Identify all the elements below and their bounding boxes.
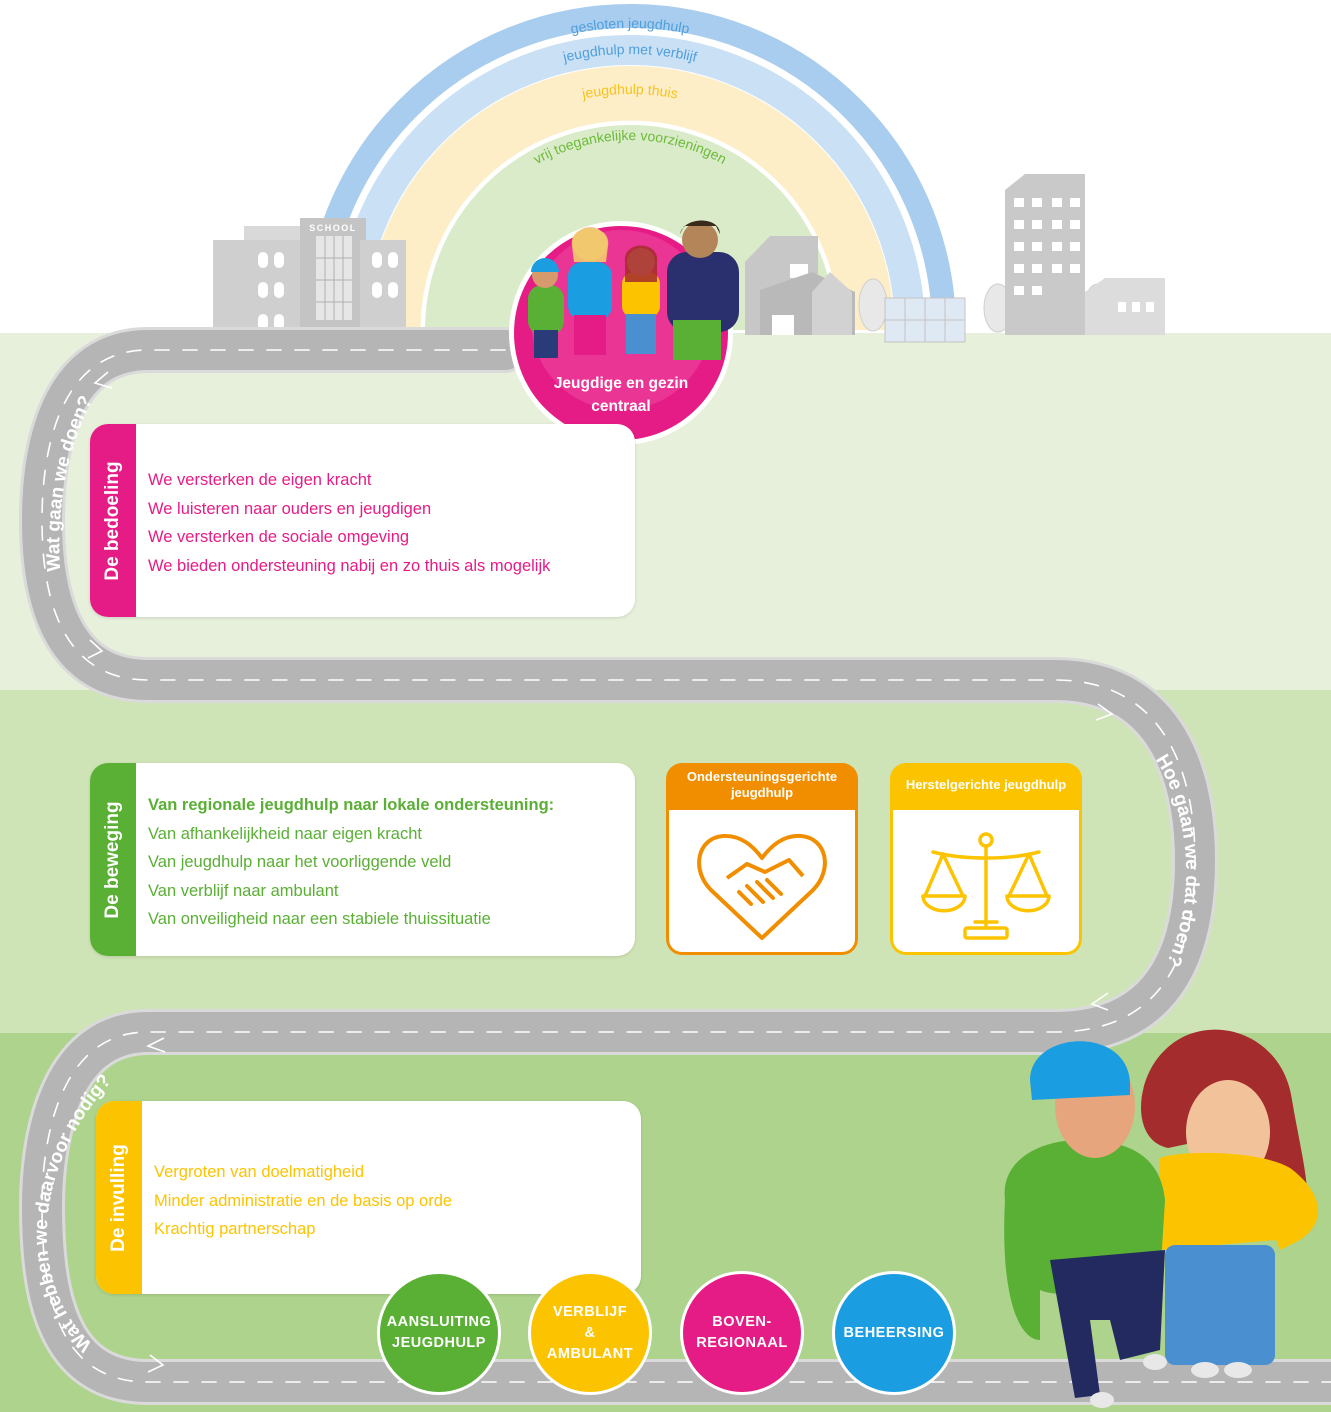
theme-line: & <box>584 1324 596 1341</box>
icon-box-title: Ondersteuningsgerichte jeugdhulp <box>686 769 838 800</box>
theme-verblijf-ambulant: VERBLIJF & AMBULANT <box>528 1271 652 1395</box>
two-figures <box>1004 1029 1319 1408</box>
tab-bedoeling-label: De bedoeling <box>102 460 123 581</box>
theme-aansluiting-jeugdhulp: AANSLUITING JEUGDHULP <box>377 1271 501 1395</box>
badge-line-1: Jeugdige en gezin <box>554 375 688 392</box>
tab-bedoeling: De bedoeling <box>90 424 136 617</box>
theme-boven-regionaal: BOVEN- REGIONAAL <box>680 1271 804 1395</box>
school-building: SCHOOL <box>213 218 406 335</box>
bedoeling-item: We versterken de sociale omgeving <box>148 528 410 546</box>
winding-road <box>18 327 1331 1405</box>
beweging-list: Van regionale jeugdhulp naar lokale onde… <box>148 791 554 934</box>
road-arrows <box>87 371 1114 1373</box>
theme-line: JEUGDHULP <box>392 1335 486 1351</box>
invulling-item: Vergroten van doelmatigheid <box>154 1163 365 1181</box>
family-badge: Jeugdige en gezin centraal <box>509 220 739 445</box>
bedoeling-item: We bieden ondersteuning nabij en zo thui… <box>148 556 551 575</box>
beweging-item: Van jeugdhulp naar het voorliggende veld <box>148 853 452 871</box>
theme-line: VERBLIJF <box>552 1303 628 1320</box>
card-invulling: De invulling Vergroten van doelmatigheid… <box>96 1101 641 1294</box>
school-sign: SCHOOL <box>309 223 357 233</box>
theme-beheersing: BEHEERSING <box>832 1271 956 1395</box>
bedoeling-item: We versterken de eigen kracht <box>148 471 372 489</box>
tab-beweging-label: De beweging <box>102 800 123 919</box>
icon-box-ondersteuningsgericht: Ondersteuningsgerichte jeugdhulp <box>666 763 858 955</box>
invulling-list: Vergroten van doelmatigheid Minder admin… <box>154 1158 452 1244</box>
card-beweging: De beweging Van regionale jeugdhulp naar… <box>90 763 635 956</box>
beweging-item: Van onveiligheid naar een stabiele thuis… <box>148 910 491 928</box>
town-buildings <box>745 174 1165 343</box>
bedoeling-item: We luisteren naar ouders en jeugdigen <box>148 499 432 518</box>
badge-line-2: centraal <box>591 398 650 415</box>
theme-line: BOVEN- <box>712 1314 772 1330</box>
arc-label-2: jeugdhulp thuis <box>580 81 680 102</box>
invulling-item: Krachtig partnerschap <box>154 1220 316 1238</box>
beweging-item: Van afhankelijkheid naar eigen kracht <box>148 824 422 843</box>
tab-invulling-label: De invulling <box>108 1143 129 1252</box>
scales-icon <box>921 832 1051 940</box>
theme-line: AMBULANT <box>546 1345 634 1362</box>
tab-invulling: De invulling <box>96 1101 142 1294</box>
bedoeling-list: We versterken de eigen kracht We luister… <box>148 466 550 580</box>
icon-box-title: Herstelgerichte jeugdhulp <box>905 777 1067 792</box>
card-bedoeling: De bedoeling We versterken de eigen krac… <box>90 424 635 617</box>
theme-line: REGIONAAL <box>696 1335 788 1351</box>
theme-line: BEHEERSING <box>843 1324 945 1341</box>
beweging-heading: Van regionale jeugdhulp naar lokale onde… <box>148 796 555 814</box>
invulling-item: Minder administratie en de basis op orde <box>154 1191 453 1210</box>
icon-box-herstelgericht: Herstelgerichte jeugdhulp <box>890 763 1082 955</box>
beweging-item: Van verblijf naar ambulant <box>148 881 339 900</box>
tab-beweging: De beweging <box>90 763 136 956</box>
arc-label-0: gesloten jeugdhulp <box>569 15 691 37</box>
heart-handshake-icon <box>697 833 827 940</box>
family-figures <box>528 220 739 360</box>
theme-line: AANSLUITING <box>386 1314 492 1330</box>
